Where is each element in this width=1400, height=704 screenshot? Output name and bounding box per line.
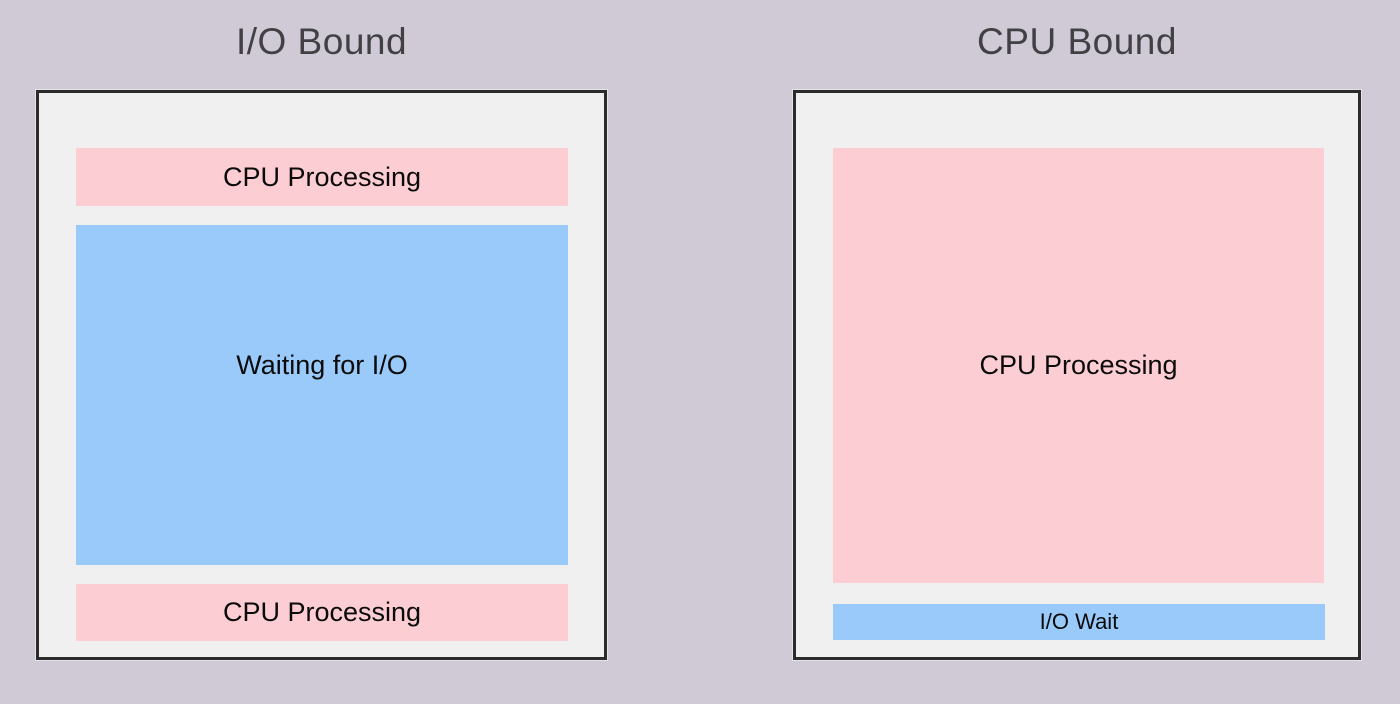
block-label: Waiting for I/O	[236, 350, 408, 380]
io-wait-block: I/O Wait	[833, 604, 1325, 640]
io-bound-title: I/O Bound	[235, 21, 408, 62]
cpu-processing-block-top: CPU Processing	[76, 148, 568, 206]
block-label: CPU Processing	[222, 597, 422, 627]
cpu-processing-block-bottom: CPU Processing	[76, 584, 568, 641]
cpu-bound-title: CPU Bound	[977, 21, 1177, 62]
cpu-processing-block-main: CPU Processing	[833, 148, 1324, 583]
block-label: I/O Wait	[1039, 609, 1119, 634]
block-label: CPU Processing	[979, 350, 1178, 380]
block-label: CPU Processing	[222, 161, 422, 192]
io-bound-panel: CPU Processing Waiting for I/O CPU Proce…	[36, 90, 607, 660]
waiting-for-io-block: Waiting for I/O	[76, 225, 568, 565]
cpu-bound-panel: CPU Processing I/O Wait	[793, 90, 1361, 660]
